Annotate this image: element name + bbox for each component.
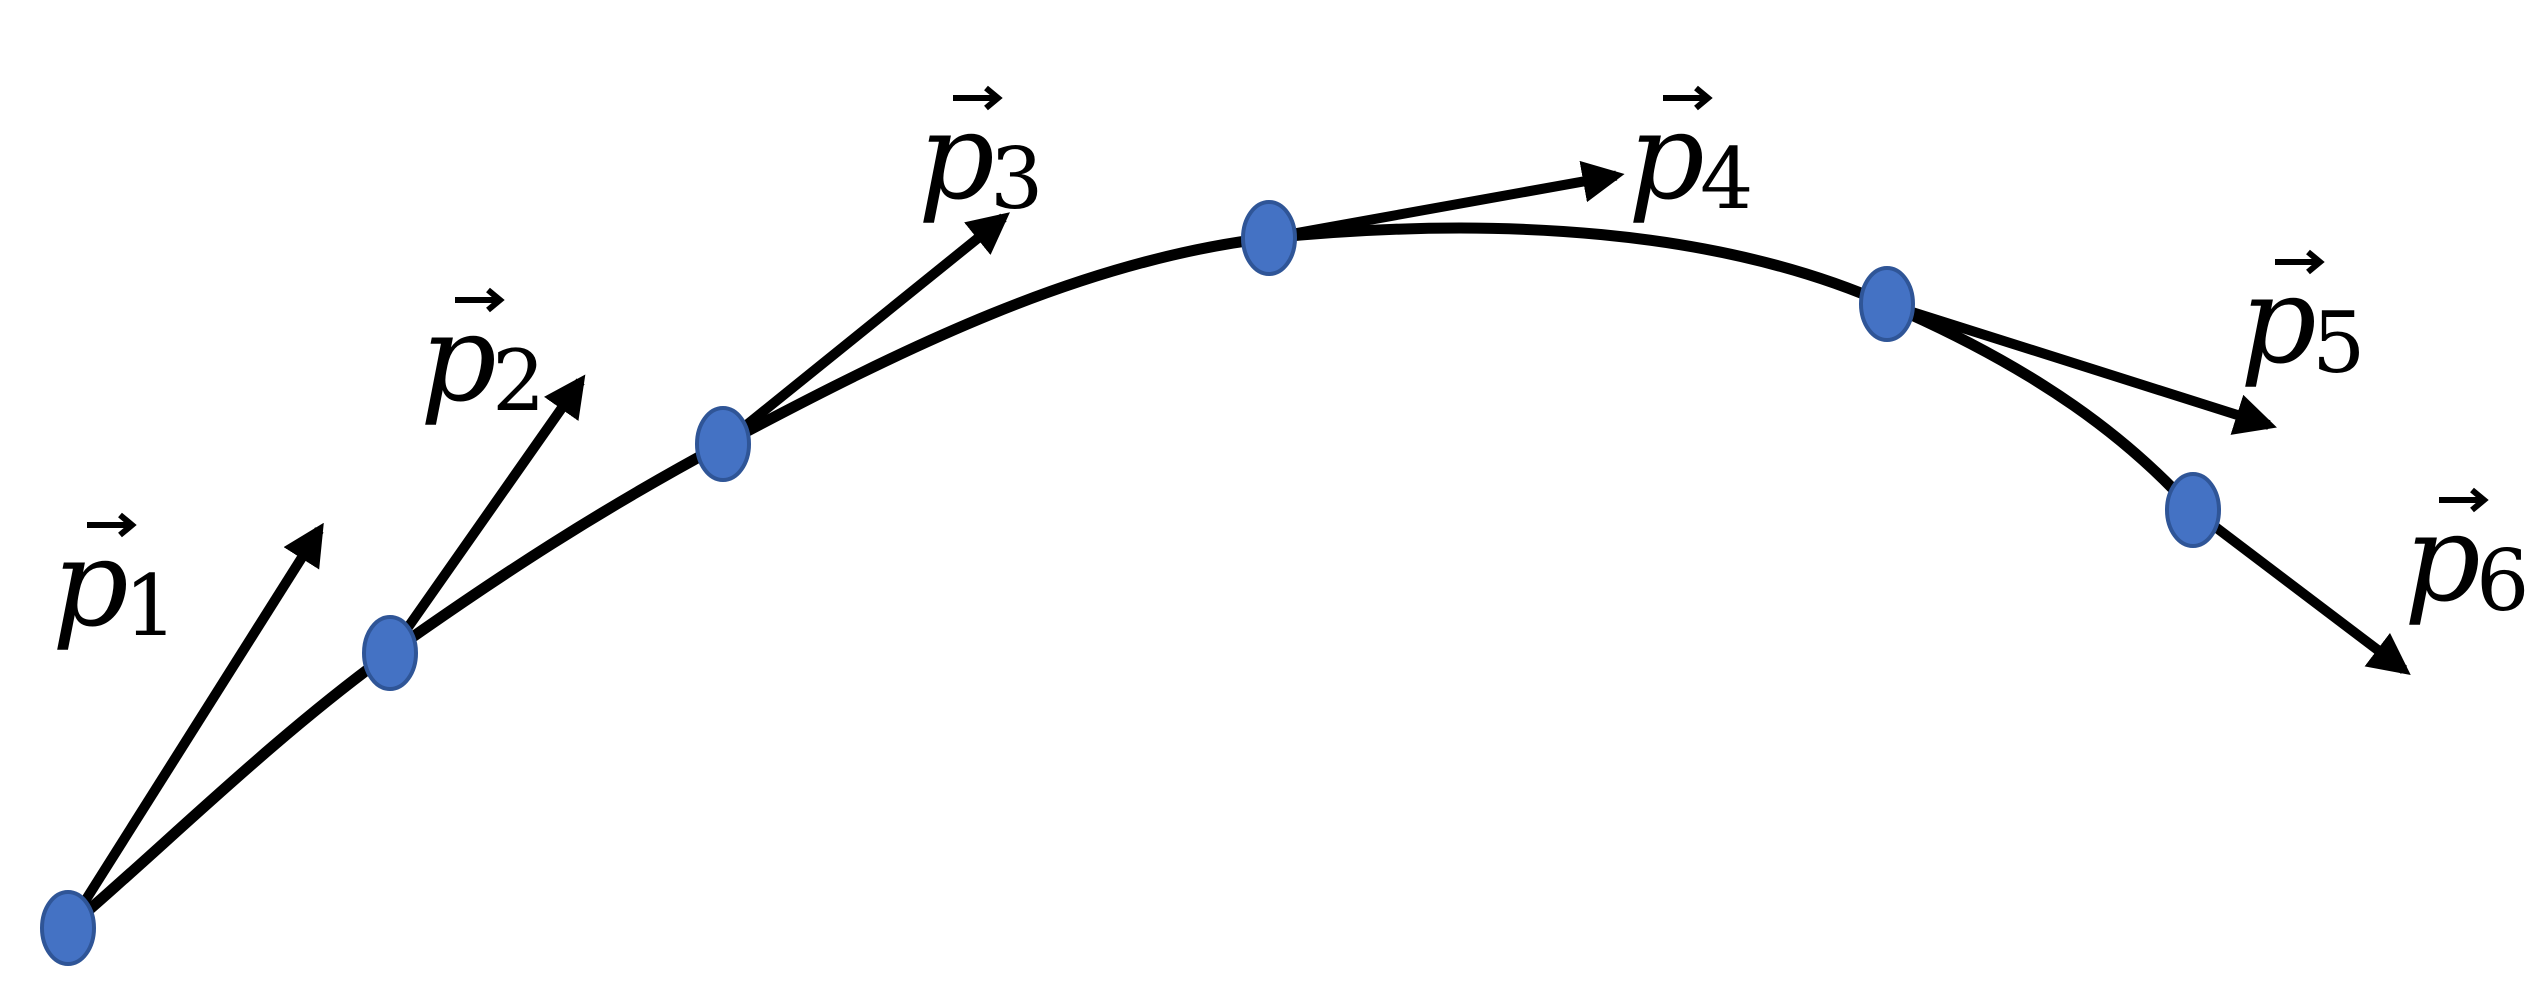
point-2 [362, 615, 418, 691]
vector-p1-label: p1 [52, 512, 177, 655]
vector-subscript: 3 [990, 130, 1043, 228]
vector-arrow-icon [953, 85, 1003, 111]
vector-subscript: 5 [2312, 294, 2365, 392]
vector-p5-label: p5 [2240, 249, 2365, 392]
vector-subscript: 1 [124, 557, 177, 655]
point-5 [1859, 266, 1915, 342]
points-layer [40, 200, 2221, 966]
vector-arrow-icon [455, 287, 505, 313]
vector-p2-arrow [385, 374, 586, 656]
vector-symbol: p [1628, 88, 1705, 227]
vector-subscript: 2 [492, 332, 545, 430]
vector-arrow-icon [2275, 249, 2325, 275]
vector-symbol: p [420, 290, 497, 429]
vector-p6-label: p6 [2404, 487, 2529, 630]
vector-arrow-icon [87, 512, 137, 538]
point-1 [40, 890, 96, 966]
vector-arrow-icon [1663, 85, 1713, 111]
vector-p3-arrow [719, 212, 1010, 448]
vector-p6-arrow [2189, 506, 2411, 675]
point-4 [1241, 200, 1297, 276]
point-3 [695, 406, 751, 482]
vector-symbol: p [2240, 252, 2317, 391]
vectors-layer [63, 160, 2411, 931]
vector-subscript: 4 [1700, 130, 1753, 228]
vector-p2-label: p2 [420, 287, 545, 430]
vector-p4-arrow [1268, 160, 1625, 243]
vector-symbol: p [52, 515, 129, 654]
vector-p3-label: p3 [918, 85, 1043, 228]
vector-symbol: p [2404, 490, 2481, 629]
vector-p5-arrow [1885, 299, 2277, 435]
point-6 [2165, 472, 2221, 548]
vector-p1-arrow [63, 522, 324, 931]
vector-subscript: 6 [2476, 532, 2529, 630]
vector-p4-label: p4 [1628, 85, 1753, 228]
vector-arrow-icon [2439, 487, 2489, 513]
vector-symbol: p [918, 88, 995, 227]
